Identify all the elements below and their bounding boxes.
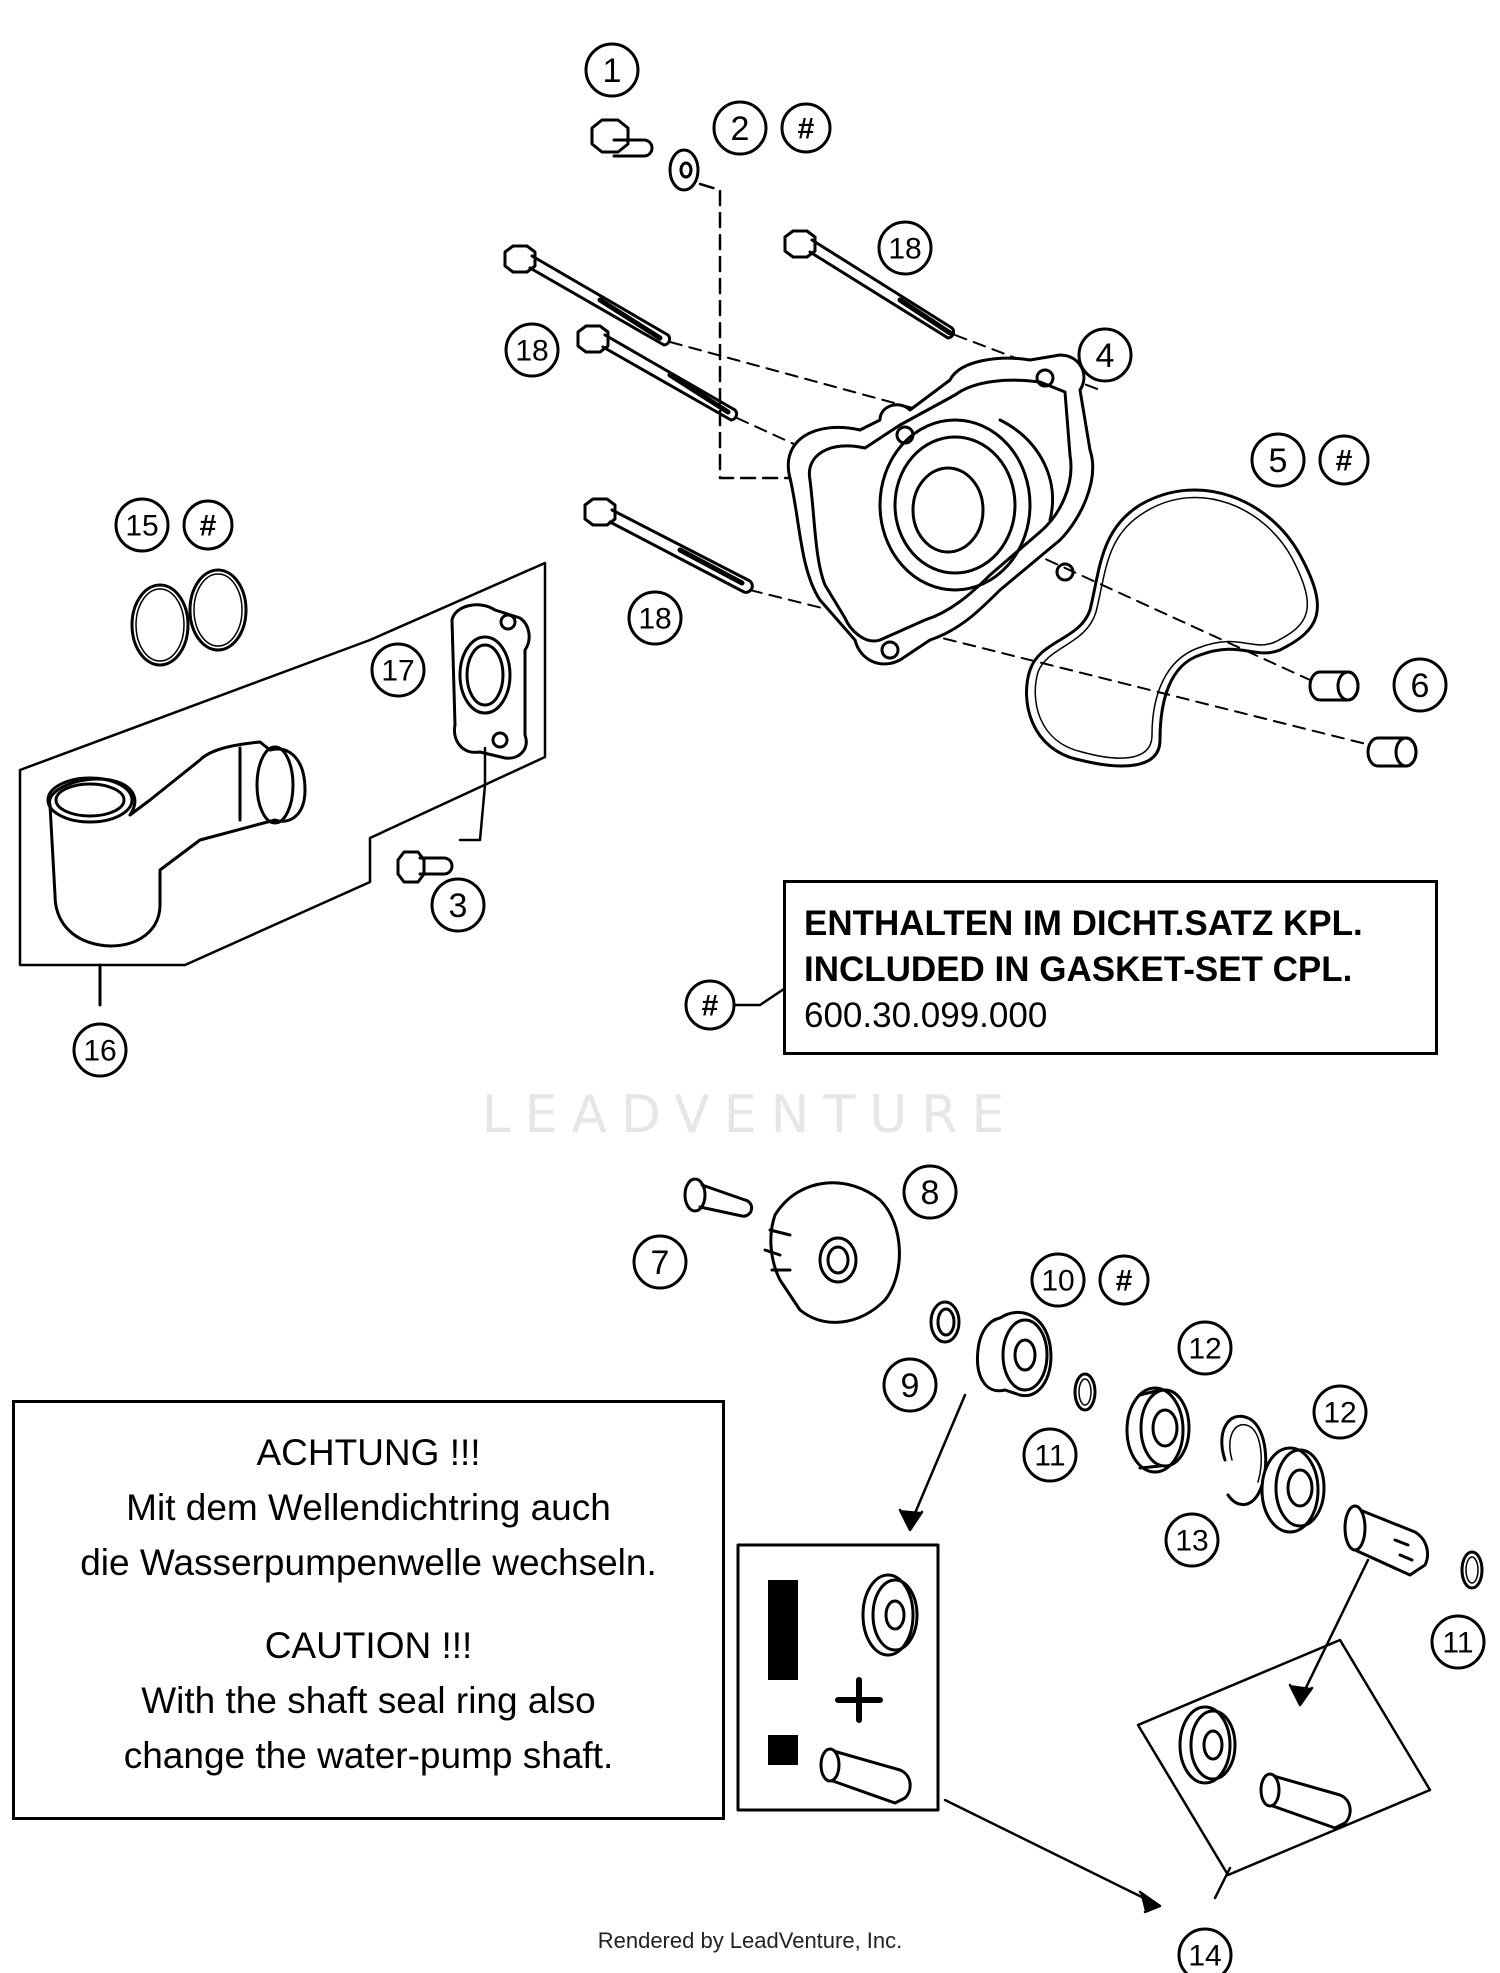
part-1-screw — [590, 118, 654, 158]
callout-6 — [1392, 657, 1448, 713]
caution-en-title: CAUTION !!! — [264, 1625, 473, 1666]
callout-label-18: 18 — [515, 335, 548, 368]
callout-9 — [882, 1357, 938, 1413]
caution-en-line1: With the shaft seal ring also — [141, 1680, 596, 1721]
callout-label-9: 9 — [901, 1367, 920, 1405]
callout-18 — [504, 322, 560, 378]
callout-2 — [712, 100, 768, 156]
gasket-set-note: ENTHALTEN IM DICHT.SATZ KPL. INCLUDED IN… — [783, 880, 1438, 1055]
callout-label-13: 13 — [1175, 1525, 1208, 1558]
gasket-note-part-number: 600.30.099.000 — [804, 996, 1048, 1035]
callout-15 — [114, 497, 170, 553]
callout-label-8: 8 — [921, 1174, 940, 1212]
gasket-set-marker — [1098, 1254, 1150, 1306]
callout-12 — [1177, 1320, 1233, 1376]
callout-label-11: 11 — [1442, 1627, 1473, 1660]
callout-label-10: 10 — [1041, 1265, 1074, 1298]
part-5-gasket-ring — [1025, 488, 1319, 768]
kit-outline-16 — [18, 561, 547, 967]
callout-17 — [370, 642, 426, 698]
leader-arrows — [718, 963, 1370, 1914]
gasket-set-marker-label: # — [1116, 1265, 1133, 1298]
callout-label-16: 16 — [83, 1035, 116, 1068]
part-3-screw — [396, 850, 454, 884]
callout-18 — [627, 590, 683, 646]
bolt-upper-left — [503, 244, 921, 411]
callout-12 — [1312, 1384, 1368, 1440]
callout-label-14: 14 — [1188, 1940, 1221, 1973]
callout-11 — [1430, 1614, 1486, 1670]
gasket-set-marker — [780, 102, 832, 154]
gasket-set-marker-label: # — [1336, 445, 1353, 478]
callout-13 — [1164, 1512, 1220, 1568]
callout-label-6: 6 — [1411, 667, 1430, 705]
callout-label-4: 4 — [1096, 337, 1115, 375]
gasket-set-marker-label: # — [200, 510, 217, 543]
footer-credit: Rendered by LeadVenture, Inc. — [597, 1928, 903, 1953]
callout-label-7: 7 — [651, 1244, 670, 1282]
caution-de-line2: die Wasserpumpenwelle wechseln. — [80, 1542, 657, 1583]
callout-label-12: 12 — [1188, 1333, 1221, 1366]
part-11-circlip-b — [1460, 1550, 1484, 1590]
callout-label-5: 5 — [1269, 442, 1288, 480]
callout-4 — [1077, 327, 1133, 383]
part-17-flange-gasket — [450, 603, 531, 842]
callout-label-17: 17 — [381, 655, 414, 688]
gasket-note-symbol-label: # — [702, 990, 719, 1023]
caution-en-line2: change the water-pump shaft. — [123, 1735, 614, 1776]
caution-de-title: ACHTUNG !!! — [256, 1432, 481, 1473]
callout-11 — [1022, 1427, 1078, 1483]
gasket-note-symbol — [684, 979, 736, 1031]
part-14-shaft — [1343, 1504, 1429, 1577]
callout-5 — [1250, 432, 1306, 488]
part-15-o-rings — [130, 568, 248, 667]
gasket-set-marker — [1318, 434, 1370, 486]
gasket-set-marker — [182, 499, 234, 551]
callout-label-12: 12 — [1323, 1397, 1356, 1430]
warning-inset-box — [736, 1543, 940, 1812]
callout-label-18: 18 — [638, 603, 671, 636]
callout-14 — [1177, 1927, 1233, 1973]
callout-label-11: 11 — [1034, 1440, 1065, 1473]
caution-de-line1: Mit dem Wellendichtring auch — [126, 1487, 611, 1528]
callout-label-1: 1 — [603, 52, 622, 90]
callout-label-3: 3 — [449, 887, 468, 925]
part-9-washer — [929, 1300, 961, 1344]
part-2-washer — [668, 148, 792, 480]
part-14-kit-inset — [1136, 1638, 1432, 1877]
callout-3 — [430, 877, 486, 933]
callout-label-15: 15 — [125, 510, 158, 543]
gasket-note-line-de: ENTHALTEN IM DICHT.SATZ KPL. — [804, 904, 1363, 943]
part-13-circlip — [1220, 1414, 1268, 1506]
part-10-shaft-seal — [975, 1310, 1053, 1398]
part-8-impeller — [763, 1181, 901, 1324]
caution-note: ACHTUNG !!! Mit dem Wellendichtring auch… — [12, 1400, 725, 1820]
callout-label-2: 2 — [731, 110, 750, 148]
part-7-impeller-screw — [683, 1177, 754, 1218]
gasket-note-line-en: INCLUDED IN GASKET-SET CPL. — [804, 950, 1353, 989]
gasket-set-marker-label: # — [798, 113, 815, 146]
part-12-bearing-a — [1125, 1386, 1191, 1474]
callout-7 — [632, 1234, 688, 1290]
callout-8 — [902, 1164, 958, 1220]
spacer — [15, 1590, 722, 1618]
part-12-bearing-b — [1260, 1446, 1326, 1534]
part-4-pump-cover — [786, 353, 1095, 666]
part-6-dowel-sleeves — [1308, 670, 1418, 768]
watermark: LEADVENTURE — [481, 1085, 1019, 1145]
callout-10 — [1030, 1252, 1086, 1308]
part-16-elbow-pipe — [46, 740, 307, 1007]
callout-1 — [584, 42, 640, 98]
part-11-circlip-a — [1073, 1372, 1097, 1412]
callout-16 — [72, 1022, 128, 1078]
callout-label-18: 18 — [888, 233, 921, 266]
callout-18 — [877, 220, 933, 276]
